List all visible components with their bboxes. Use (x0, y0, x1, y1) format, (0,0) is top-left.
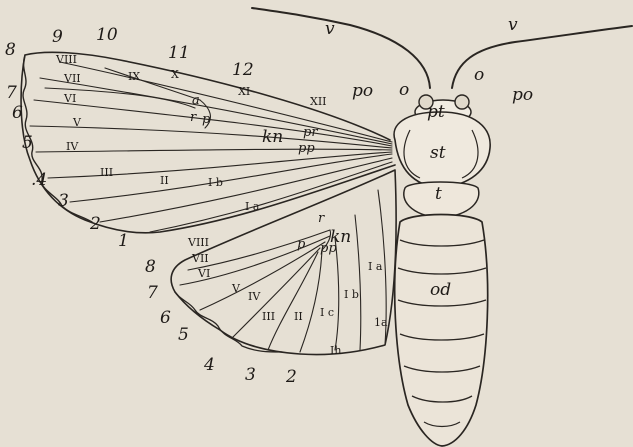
hindwing-number: 4 (203, 355, 215, 375)
forewing-number: 3 (58, 191, 69, 211)
forewing-cell-label: r (190, 110, 197, 125)
forewing-number: 6 (12, 103, 23, 123)
forewing-vein-numeral: XII (310, 95, 327, 108)
head-label: o (474, 65, 484, 85)
forewing-vein-numeral: XI (238, 85, 250, 98)
hindwing-cell-label: pp (320, 241, 337, 256)
hindwing-number: 2 (285, 367, 297, 387)
head-label: po (352, 81, 373, 101)
forewing-vein-numeral: X (171, 68, 179, 81)
forewing-cell-label: kn (262, 127, 283, 147)
hindwing-vein-numeral: I a (368, 260, 383, 273)
forewing-number: 10 (96, 25, 118, 45)
hindwing-cell-label: p (297, 237, 306, 252)
forewing-vein-numeral: I a (245, 200, 260, 213)
body-label: st (430, 143, 446, 163)
hindwing-number: 6 (160, 308, 171, 328)
hindwing-number: 5 (178, 325, 189, 345)
forewing-vein-numeral: III (100, 166, 113, 179)
hindwing-vein-numeral: II (294, 310, 303, 323)
forewing-vein-numeral: I b (208, 176, 223, 189)
forewing-cell-label: pr (303, 125, 318, 140)
forewing-number: 5 (22, 133, 33, 153)
forewing-number: 2 (89, 214, 101, 234)
hindwing-vein-numeral: VII (191, 252, 209, 265)
hindwing-cell-label: r (318, 211, 325, 226)
hindwing-vein-numeral: V (231, 282, 241, 295)
forewing-vein-numeral: VII (63, 72, 81, 85)
antenna-label: v (508, 15, 518, 35)
hindwing-vein-numeral: I b (344, 288, 359, 301)
hindwing-vein-numeral: III (262, 310, 275, 323)
forewing-number: 9 (52, 27, 63, 47)
forewing-vein-numeral: VIII (55, 53, 77, 66)
head-label: o (399, 80, 409, 100)
forewing-vein-numeral: II (160, 174, 169, 187)
hindwing-number: 3 (245, 365, 256, 385)
forewing-cell-label: pp (298, 141, 315, 156)
hindwing-number: 7 (147, 283, 158, 303)
forewing-vein-numeral: IX (128, 70, 140, 83)
forewing-cell-label: p (202, 112, 211, 127)
forewing-vein-numeral: V (72, 116, 82, 129)
hindwing-vein-numeral: VIII (187, 236, 209, 249)
forewing-number: 11 (168, 43, 190, 63)
antenna-label: v (325, 19, 335, 39)
forewing-cell-label: a (192, 93, 200, 108)
forewing-number: 12 (232, 60, 254, 80)
hindwing-number: 8 (145, 257, 156, 277)
hindwing-vein-numeral: 1a (374, 316, 388, 329)
forewing-vein-numeral: IV (66, 140, 79, 153)
head-label: po (512, 85, 533, 105)
head-label: pt (427, 102, 445, 122)
forewing-number: .4 (31, 170, 47, 190)
hindwing-vein-numeral: Ih (330, 344, 341, 357)
hindwing-vein-numeral: I c (320, 306, 334, 319)
forewing-number: 8 (5, 40, 16, 60)
body-label: od (430, 280, 451, 300)
forewing-number: 1 (118, 231, 129, 251)
forewing-vein-numeral: VI (63, 92, 76, 105)
body-label: t (435, 184, 442, 204)
hindwing-vein-numeral: IV (248, 290, 261, 303)
forewing-number: 7 (6, 83, 17, 103)
hindwing-vein-numeral: VI (197, 267, 210, 280)
